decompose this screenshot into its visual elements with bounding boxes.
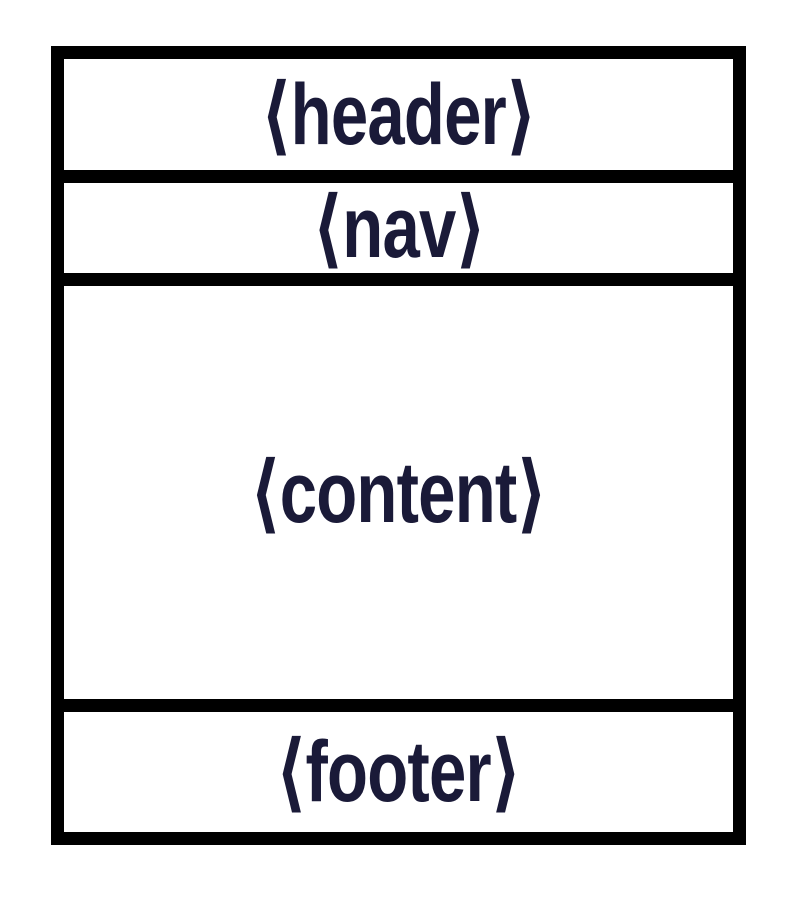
page-outline-box: ⟨header⟩ ⟨nav⟩ ⟨content⟩ ⟨footer⟩ <box>51 46 746 845</box>
header-tag-label: ⟨header⟩ <box>260 66 537 163</box>
footer-tag-label: ⟨footer⟩ <box>275 724 522 820</box>
footer-section: ⟨footer⟩ <box>64 712 733 832</box>
nav-section: ⟨nav⟩ <box>64 183 733 286</box>
header-section: ⟨header⟩ <box>64 59 733 183</box>
content-section: ⟨content⟩ <box>64 286 733 712</box>
nav-tag-label: ⟨nav⟩ <box>311 180 486 276</box>
content-tag-label: ⟨content⟩ <box>250 444 547 541</box>
